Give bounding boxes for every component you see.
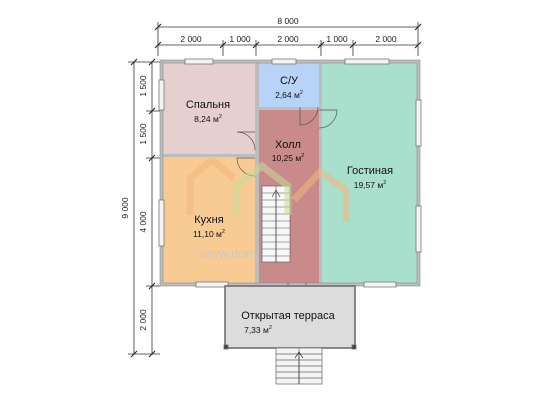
terrace-area: 7,33 м2	[244, 325, 272, 335]
living-area: 19,57 м2	[354, 180, 387, 190]
living-name: Гостиная	[347, 165, 393, 177]
hall-area: 10,25 м2	[272, 153, 305, 163]
bathroom-area: 2,64 м2	[275, 90, 303, 100]
top-dimension-5: 2 000	[375, 34, 397, 44]
terrace-name: Открытая терраса	[241, 310, 335, 322]
bedroom-area: 8,24 м2	[194, 114, 222, 124]
kitchen-name: Кухня	[194, 214, 223, 226]
top-dimension-4: 1 000	[326, 34, 348, 44]
porch-steps	[275, 347, 323, 385]
left-dimension-3: 4 000	[138, 211, 148, 233]
top-total-dimension: 8 000	[277, 16, 299, 26]
bathroom-name: С/У	[280, 75, 299, 87]
room-living	[322, 63, 417, 283]
room-terrace	[224, 285, 356, 349]
left-dimension-lines	[128, 58, 160, 358]
left-dimension-2: 1 500	[138, 123, 148, 145]
bedroom-name: Спальня	[186, 99, 230, 111]
top-dimension-lines	[154, 22, 422, 56]
top-dimension-1: 2 000	[180, 34, 202, 44]
top-dimension-3: 2 000	[277, 34, 299, 44]
left-dimension-1: 1 500	[138, 75, 148, 97]
watermark-logo	[186, 155, 350, 222]
terrace-posts	[223, 344, 357, 350]
kitchen-area: 11,10 м2	[193, 229, 225, 239]
top-dimension-2: 1 000	[229, 34, 251, 44]
room-bedroom	[163, 63, 255, 154]
windows	[158, 58, 422, 288]
watermark-text: www.dom	[199, 246, 256, 261]
room-kitchen	[163, 157, 255, 283]
left-dimension-4: 2 000	[138, 309, 148, 331]
room-bathroom	[259, 63, 319, 107]
left-total-dimension: 9 000	[120, 197, 130, 219]
hall-name: Холл	[275, 139, 301, 151]
